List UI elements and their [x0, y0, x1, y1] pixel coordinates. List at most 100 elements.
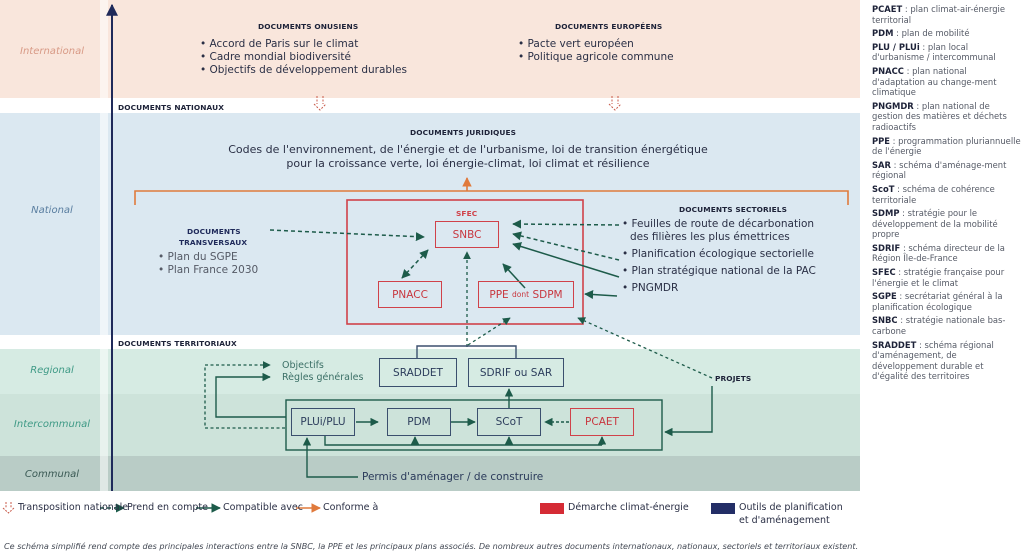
level-national: National: [31, 205, 73, 216]
glossary-item: ScoT : schéma de cohérence territoriale: [872, 184, 1022, 205]
glossary-definition: : schéma d'aménage-ment régional: [872, 159, 1007, 181]
europe-item: Politique agricole commune: [518, 51, 674, 64]
glossary-definition: : programmation pluriannuelle de l'énerg…: [872, 135, 1021, 157]
glossary-item: PNGMDR : plan national de gestion des ma…: [872, 101, 1022, 133]
glossary-definition: : plan local d'urbanisme / intercommunal: [872, 41, 996, 63]
international-band: [0, 0, 860, 98]
legend-conforme: Conforme à: [323, 502, 379, 513]
scot-box: SCoT: [477, 408, 541, 436]
national-section-title: DOCUMENTS NATIONAUX: [118, 103, 225, 112]
onu-item: Accord de Paris sur le climat: [200, 38, 407, 51]
projets-label: PROJETS: [715, 374, 752, 383]
sectoriels-item: • PNGMDR: [622, 282, 679, 294]
europe-list: Pacte vert européen Politique agricole c…: [518, 38, 674, 64]
onu-list: Accord de Paris sur le climat Cadre mond…: [200, 38, 407, 77]
sectoriels-list: • Feuilles de route de décarbonation des…: [622, 218, 816, 295]
sectoriels-item: • Feuilles de route de décarbonation: [622, 218, 815, 230]
glossary-item: PPE : programmation pluriannuelle de l'é…: [872, 136, 1022, 157]
legend-transposition-icon: [2, 502, 15, 514]
pcaet-box: PCAET: [570, 408, 634, 436]
snbc-box: SNBC: [435, 221, 499, 248]
sectoriels-title: DOCUMENTS SECTORIELS: [679, 205, 788, 214]
transversaux-item: Plan du SGPE: [158, 251, 258, 264]
juridiques-title: DOCUMENTS JURIDIQUES: [410, 128, 517, 137]
transposition-icon-onu: [313, 96, 327, 111]
regles-label: Règles générales: [282, 372, 364, 383]
glossary-item: SNBC : stratégie nationale bas-carbone: [872, 315, 1022, 336]
sdrif-box: SDRIF ou SAR: [468, 358, 564, 387]
legend-red-swatch: [540, 503, 564, 514]
legend-navy-swatch: [711, 503, 735, 514]
glossary-term: SNBC: [872, 315, 898, 326]
glossary-item: PNACC : plan national d'adaptation au ch…: [872, 66, 1022, 98]
glossary-definition: : plan national d'adaptation au change-m…: [872, 65, 997, 98]
sdpm-label: SDPM: [532, 288, 563, 301]
onu-item: Cadre mondial biodiversité: [200, 51, 407, 64]
legend-climat-energie: Démarche climat-énergie: [568, 502, 689, 513]
juridiques-line2: pour la croissance verte, loi énergie-cl…: [286, 157, 650, 170]
glossary-definition: : schéma directeur de la Région Île-de-F…: [872, 242, 1005, 264]
juridiques-line1: Codes de l'environnement, de l'énergie e…: [228, 143, 708, 156]
glossary-term: SAR: [872, 159, 891, 170]
level-column-divider: [100, 0, 108, 491]
glossary-term: SDRIF: [872, 242, 901, 253]
transversaux-item: Plan France 2030: [158, 264, 259, 277]
glossary-item: SRADDET : schéma régional d'aménagement,…: [872, 340, 1022, 382]
sfec-frame: [346, 199, 584, 325]
glossary-term: SGPE: [872, 291, 897, 302]
glossary-definition: : plan climat-air-énergie territorial: [872, 4, 1006, 25]
legend-prend-en-compte: Prend en compte: [127, 502, 208, 513]
intercommunal-frame: [285, 399, 663, 451]
glossary-term: SFEC: [872, 267, 896, 278]
legend-transposition: Transposition nationale: [18, 502, 129, 513]
glossary-item: PDM : plan de mobilité: [872, 28, 1022, 39]
glossary-definition: : plan de mobilité: [893, 28, 970, 39]
ppe-dont: dont: [512, 290, 530, 299]
national-band: [0, 113, 860, 335]
glossary-item: PLU / PLUi : plan local d'urbanisme / in…: [872, 42, 1022, 63]
europe-item: Pacte vert européen: [518, 38, 674, 51]
level-regional: Regional: [30, 365, 74, 376]
permis-label: Permis d'aménager / de construire: [362, 471, 544, 483]
level-international: International: [20, 46, 84, 57]
onu-title: DOCUMENTS ONUSIENS: [258, 22, 359, 31]
glossary-definition: : plan national de gestion des matières …: [872, 100, 1007, 132]
glossary-term: SRADDET: [872, 339, 917, 350]
glossary-item: SGPE : secrétariat général à la planific…: [872, 291, 1022, 312]
onu-item: Objectifs de développement durables: [200, 64, 407, 77]
legend-compatible: Compatible avec: [223, 502, 303, 513]
communal-band: [0, 456, 860, 491]
sfec-label: SFEC: [456, 209, 478, 218]
glossary-item: SDRIF : schéma directeur de la Région Îl…: [872, 243, 1022, 264]
transversaux-title-1: DOCUMENTS: [187, 227, 241, 236]
level-communal: Communal: [24, 469, 80, 480]
objectifs-label: Objectifs: [282, 360, 324, 371]
territorial-section-title: DOCUMENTS TERRITORIAUX: [118, 339, 237, 348]
glossary-term: PNACC: [872, 65, 904, 76]
glossary-term: PPE: [872, 135, 890, 146]
ppe-box: PPE dont SDPM: [478, 281, 574, 308]
transversaux-title-2: TRANSVERSAUX: [179, 238, 248, 247]
glossary-item: SDMP : stratégie pour le développement d…: [872, 208, 1022, 240]
sraddet-box: SRADDET: [379, 358, 457, 387]
sectoriels-item-cont: des filières les plus émettrices: [630, 231, 790, 243]
ppe-label: PPE: [489, 288, 509, 301]
sectoriels-item: • Planification écologique sectorielle: [622, 248, 814, 260]
legend-outils-2: et d'aménagement: [739, 515, 830, 526]
glossary-definition: : stratégie nationale bas-carbone: [872, 315, 1006, 337]
glossary-term: PCAET: [872, 4, 903, 14]
glossary-term: PLU / PLUi: [872, 41, 920, 52]
conform-bracket: [134, 190, 849, 205]
level-intercommunal: Intercommunal: [13, 419, 91, 430]
glossary-item: PCAET : plan climat-air-énergie territor…: [872, 4, 1022, 25]
glossary-definition: : secrétariat général à la planification…: [872, 291, 1003, 312]
glossary-definition: : stratégie pour le développement de la …: [872, 208, 998, 240]
transversaux-list: Plan du SGPE Plan France 2030: [158, 251, 259, 277]
caption: Ce schéma simplifié rend compte des prin…: [4, 541, 859, 551]
pnacc-box: PNACC: [378, 281, 442, 308]
plui-box: PLUi/PLU: [291, 408, 355, 436]
glossary-term: PNGMDR: [872, 100, 914, 111]
pdm-box: PDM: [387, 408, 451, 436]
europe-title: DOCUMENTS EUROPÉENS: [555, 22, 663, 31]
